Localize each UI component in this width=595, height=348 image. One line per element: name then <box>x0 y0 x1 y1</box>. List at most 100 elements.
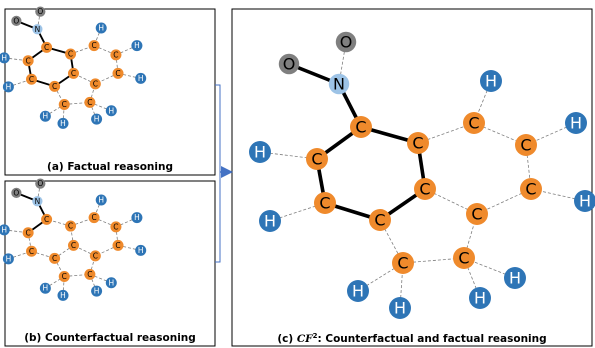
panel-b-atom-H4 <box>0 224 10 236</box>
panel-c-atom-H5 <box>259 210 281 232</box>
panel-a-atom-label-C8: C <box>113 50 118 59</box>
panel-b-atom-label-H7: H <box>60 291 66 300</box>
panel-b-atom-H2 <box>131 212 143 224</box>
panel-a-atom-C1 <box>41 41 53 53</box>
panel-c-atom-C1 <box>350 116 372 138</box>
caption-counterfactual: (b) Counterfactual reasoning <box>24 332 196 344</box>
panel-c-atom-label-C7: C <box>468 114 479 133</box>
panel-c-atom-C5 <box>414 178 436 200</box>
panel-b-atom-C5 <box>68 239 79 251</box>
panel-b-atom-label-C4: C <box>52 254 57 263</box>
panel-a-atom-label-H3: H <box>138 74 144 83</box>
panel-a-atom-label-N: N <box>35 25 41 34</box>
panel-c-atom-H1 <box>480 70 502 92</box>
panel-a-atom-label-C11: C <box>62 100 67 109</box>
panel-a-bond-C7-C8 <box>93 45 117 56</box>
panel-a-atom-O1 <box>11 15 22 26</box>
panel-c-atom-label-N: N <box>333 75 345 94</box>
panel-a-bond-H9-C12 <box>89 101 112 112</box>
panel-b-border <box>4 180 216 347</box>
panel-a-bond-H2-C8 <box>115 45 138 56</box>
panel-b-atom-label-H8: H <box>94 287 100 296</box>
panel-c-atom-label-C1: C <box>355 118 366 137</box>
panel-a-atom-C9 <box>112 67 124 79</box>
panel-a-atom-label-H2: H <box>134 41 140 50</box>
panel-b-atom-label-N: N <box>35 197 41 206</box>
panel-c-atom-label-C6: C <box>412 134 423 153</box>
panel-c-atom-label-H1: H <box>485 72 497 91</box>
panel-b-bond-C4-C5 <box>54 245 74 259</box>
panel-b-atom-label-C8: C <box>113 222 118 231</box>
panel-c-atom-label-H8: H <box>474 289 486 308</box>
panel-c-atom-C7 <box>463 112 485 134</box>
panel-a-atom-label-C7: C <box>91 41 96 50</box>
panel-b-atom-label-O2: O <box>37 179 43 188</box>
panel-a-bond-H3-C9 <box>117 72 141 79</box>
panel-a-atom-H7 <box>57 117 69 129</box>
panel-a-atom-label-H1: H <box>98 24 104 33</box>
panel-b-atom-label-C12: C <box>87 270 92 279</box>
panel-c-atom-label-C10: C <box>471 205 482 224</box>
panel-a-atom-C11 <box>58 98 70 110</box>
panel-c-atom-H6 <box>347 280 369 302</box>
panel-c-atom-label-H4: H <box>254 143 266 162</box>
panel-a-atom-H1 <box>95 22 107 34</box>
panel-c-atom-label-H3: H <box>579 192 591 211</box>
panel-b-atom-label-H4: H <box>1 225 7 234</box>
panel-a-atom-label-C5: C <box>71 69 76 78</box>
panel-a-atom-label-H9: H <box>108 106 114 115</box>
panel-a-atom-label-H6: H <box>43 112 49 121</box>
panel-c-atom-label-C9: C <box>525 180 536 199</box>
panel-c-atom-C6 <box>407 132 429 154</box>
panel-b-atom-label-C2: C <box>26 228 31 237</box>
panel-a-atom-C7 <box>88 40 100 52</box>
panel-b-atom-H1 <box>95 194 107 206</box>
panel-a-atom-H8 <box>91 113 103 125</box>
panel-c-bond-H6-C11 <box>357 262 404 292</box>
caption-factual: (a) Factual reasoning <box>47 161 173 173</box>
panel-c-atom-label-H9: H <box>509 269 521 288</box>
connector-bracket <box>215 84 221 263</box>
panel-a-atom-C5 <box>68 67 79 79</box>
caption-combined-prefix: (c) <box>277 333 296 345</box>
panel-a-atom-C10 <box>89 78 101 90</box>
panel-b-atom-H6 <box>39 282 51 294</box>
panel-c-atom-O2 <box>335 31 357 53</box>
panel-a-atom-label-O2: O <box>37 7 43 16</box>
panel-b-atom-C11 <box>58 270 70 282</box>
panel-c-atom-C11 <box>392 252 414 274</box>
panel-b-atom-label-H5: H <box>6 254 12 263</box>
panel-c-atom-H4 <box>249 141 271 163</box>
panel-b-atom-label-H9: H <box>108 278 114 287</box>
panel-c-atom-label-C4: C <box>374 211 385 230</box>
panel-a-atom-H6 <box>39 110 51 122</box>
panel-b-atom-label-C10: C <box>93 251 98 260</box>
panel-a-atom-C2 <box>22 55 34 67</box>
panel-b-atom-C2 <box>22 227 34 239</box>
panel-b-atom-H9 <box>105 277 117 289</box>
panel-c-atom-label-H5: H <box>264 212 276 231</box>
panel-b-bond-H2-C8 <box>115 217 138 228</box>
panel-b-atom-label-C1: C <box>44 215 49 224</box>
panel-a-atom-label-C1: C <box>44 43 49 52</box>
panel-a-atom-label-C6: C <box>68 50 73 59</box>
panel-a-atom-H4 <box>0 52 10 64</box>
panel-a-atom-N <box>32 24 43 35</box>
panel-c-atom-label-C8: C <box>520 136 531 155</box>
panel-c-atom-H8 <box>469 287 491 309</box>
panel-a-bond-H6-C11 <box>45 104 65 117</box>
panel-b-atom-label-H2: H <box>134 213 140 222</box>
panel-a-atom-label-C10: C <box>93 79 98 88</box>
panel-c-atom-H3 <box>574 190 595 212</box>
panel-b-atom-C1 <box>41 213 53 225</box>
panel-b-atom-label-C9: C <box>115 241 120 250</box>
panel-c-atom-C8 <box>515 134 537 156</box>
panel-b-atom-label-O1: O <box>13 188 19 197</box>
caption-combined-cf: CF <box>297 333 314 345</box>
panel-b-atom-label-C11: C <box>62 272 67 281</box>
panel-b-atom-O2 <box>35 178 46 189</box>
panel-c-atom-label-H6: H <box>352 282 364 301</box>
panel-c-atom-H2 <box>565 112 587 134</box>
